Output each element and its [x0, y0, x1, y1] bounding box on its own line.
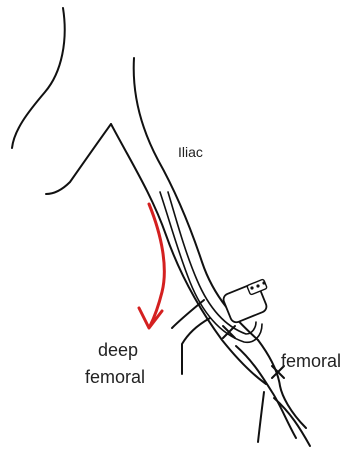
flow-arrow-head — [139, 308, 162, 328]
deep-femoral-wall-right — [182, 318, 210, 374]
label-femoral: femoral — [281, 351, 341, 371]
pump-device — [222, 279, 268, 324]
label-deep-femoral-line1: deep — [98, 340, 138, 360]
label-iliac: Iliac — [178, 144, 203, 160]
upper-left-branch — [46, 124, 111, 194]
pump-dot — [256, 284, 259, 287]
pump-dot — [262, 281, 265, 284]
vessel-walls — [12, 8, 310, 446]
lower-bifurcation-left — [258, 392, 264, 442]
deep-femoral-wall-left — [172, 300, 204, 328]
left-branch-wall — [12, 8, 65, 148]
bypass-graft — [160, 192, 262, 342]
label-deep-femoral-line2: femoral — [85, 367, 145, 387]
pump-dot — [250, 286, 253, 289]
